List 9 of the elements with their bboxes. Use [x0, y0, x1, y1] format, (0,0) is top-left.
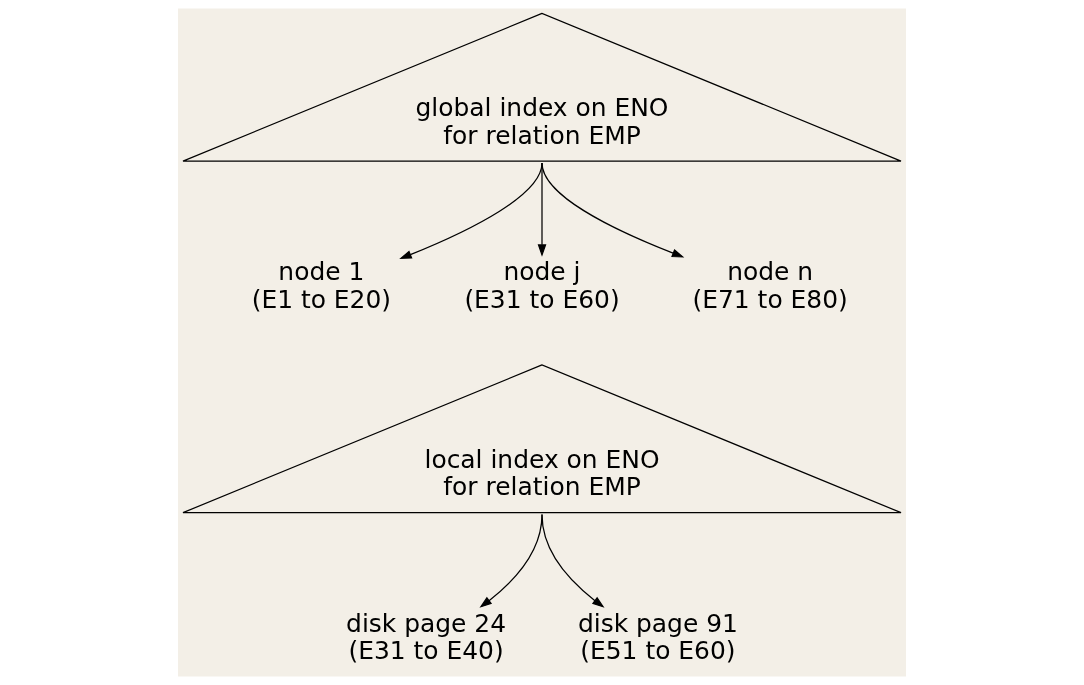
node-text: node n (E71 to E80) [692, 257, 848, 314]
node-text: node j (E31 to E60) [464, 257, 620, 314]
node-text: node 1 (E1 to E20) [251, 257, 392, 314]
node-text: disk page 24 (E31 to E40) [346, 608, 507, 666]
arrow [537, 162, 547, 257]
arrow [541, 162, 685, 258]
arrow [541, 513, 605, 608]
arrow [399, 162, 543, 260]
node-text: disk page 91 (E51 to E60) [577, 608, 738, 666]
